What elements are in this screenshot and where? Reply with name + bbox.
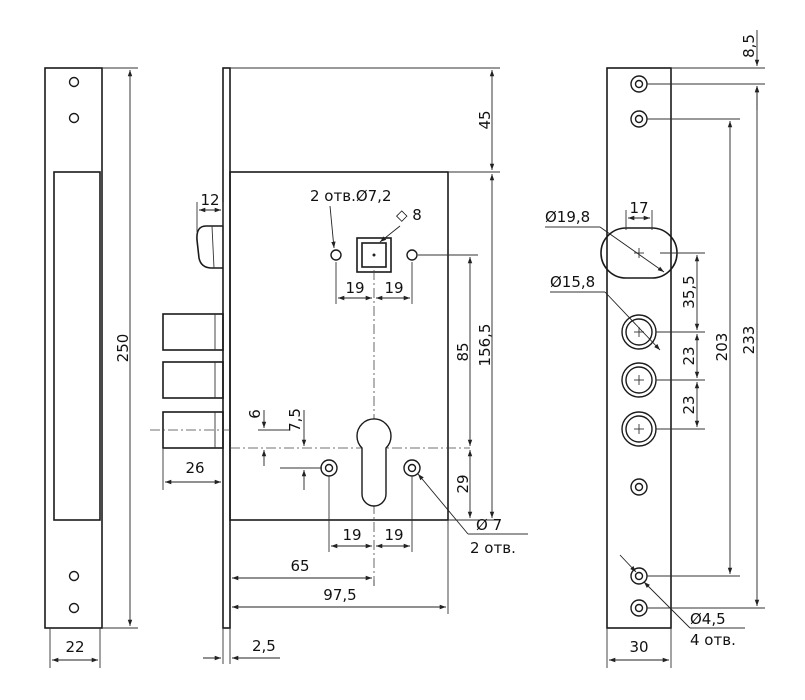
- dim-19-top-right: 19: [384, 279, 403, 297]
- dim-19-top-left: 19: [345, 279, 364, 297]
- dim-30: 30: [629, 638, 648, 656]
- deadbolt-1: [162, 313, 224, 351]
- dim-12: 12: [200, 191, 219, 209]
- faceplate-screw-3: [634, 571, 644, 581]
- label-d19-8: Ø19,8: [545, 208, 590, 226]
- dim-19-bottom-right: 19: [384, 526, 403, 544]
- strike-hole-4: [68, 602, 80, 614]
- faceplate-screw-4: [634, 603, 644, 613]
- dim-45: 45: [476, 110, 494, 129]
- strike-plate-outline: [44, 67, 103, 629]
- latch-opening: [600, 227, 678, 279]
- strike-plate-view: 250 22: [44, 67, 138, 668]
- cylinder-cutout: [356, 418, 392, 507]
- dim-85: 85: [454, 342, 472, 361]
- dim-250: 250: [114, 334, 132, 363]
- dim-203: 203: [713, 333, 731, 362]
- dim-156-5: 156,5: [476, 324, 494, 367]
- dim-97-5: 97,5: [323, 586, 356, 604]
- strike-hole-3: [68, 570, 80, 582]
- mount-hole-right: [406, 249, 418, 261]
- dim-23-b: 23: [680, 395, 698, 414]
- label-d4-5: Ø4,5: [690, 610, 726, 628]
- dim-233: 233: [740, 326, 758, 355]
- dim-17: 17: [629, 199, 648, 217]
- lock-body-view: 45 156,5 85 29 12 2 отв.Ø7,2 ◇ 8 19 19: [150, 67, 528, 664]
- faceplate-side: [222, 67, 231, 629]
- dim-35-5: 35,5: [680, 275, 698, 308]
- dim-65: 65: [290, 557, 309, 575]
- faceplate-view: 8,5 233 203 35,5 23 23 17 Ø19,8 Ø15,8: [545, 30, 765, 668]
- dim-22: 22: [65, 638, 84, 656]
- label-square-8: ◇ 8: [396, 206, 422, 224]
- dim-23-a: 23: [680, 346, 698, 365]
- spindle-square: [361, 242, 387, 268]
- faceplate-screw-1: [634, 79, 644, 89]
- latch-bolt: [196, 225, 223, 269]
- dim-26: 26: [185, 459, 204, 477]
- dim-2-5: 2,5: [252, 637, 276, 655]
- dim-7-5: 7,5: [286, 408, 304, 432]
- mount-hole-left: [330, 249, 342, 261]
- strike-hole-1: [68, 76, 80, 88]
- faceplate-outline: [606, 67, 672, 629]
- label-d7-count: 2 отв.: [470, 539, 516, 557]
- dim-6: 6: [246, 409, 264, 419]
- dim-29: 29: [454, 474, 472, 493]
- lock-case: [229, 171, 449, 521]
- deadbolt-2: [162, 361, 224, 399]
- label-d4-5-count: 4 отв.: [690, 631, 736, 649]
- label-d7: Ø 7: [476, 516, 502, 534]
- dim-19-bottom-left: 19: [342, 526, 361, 544]
- strike-hole-2: [68, 112, 80, 124]
- label-holes-7-2: 2 отв.Ø7,2: [310, 187, 392, 205]
- strike-plate-window: [53, 171, 101, 521]
- dim-8-5: 8,5: [740, 34, 758, 58]
- faceplate-screw-2: [634, 114, 644, 124]
- label-d15-8: Ø15,8: [550, 273, 595, 291]
